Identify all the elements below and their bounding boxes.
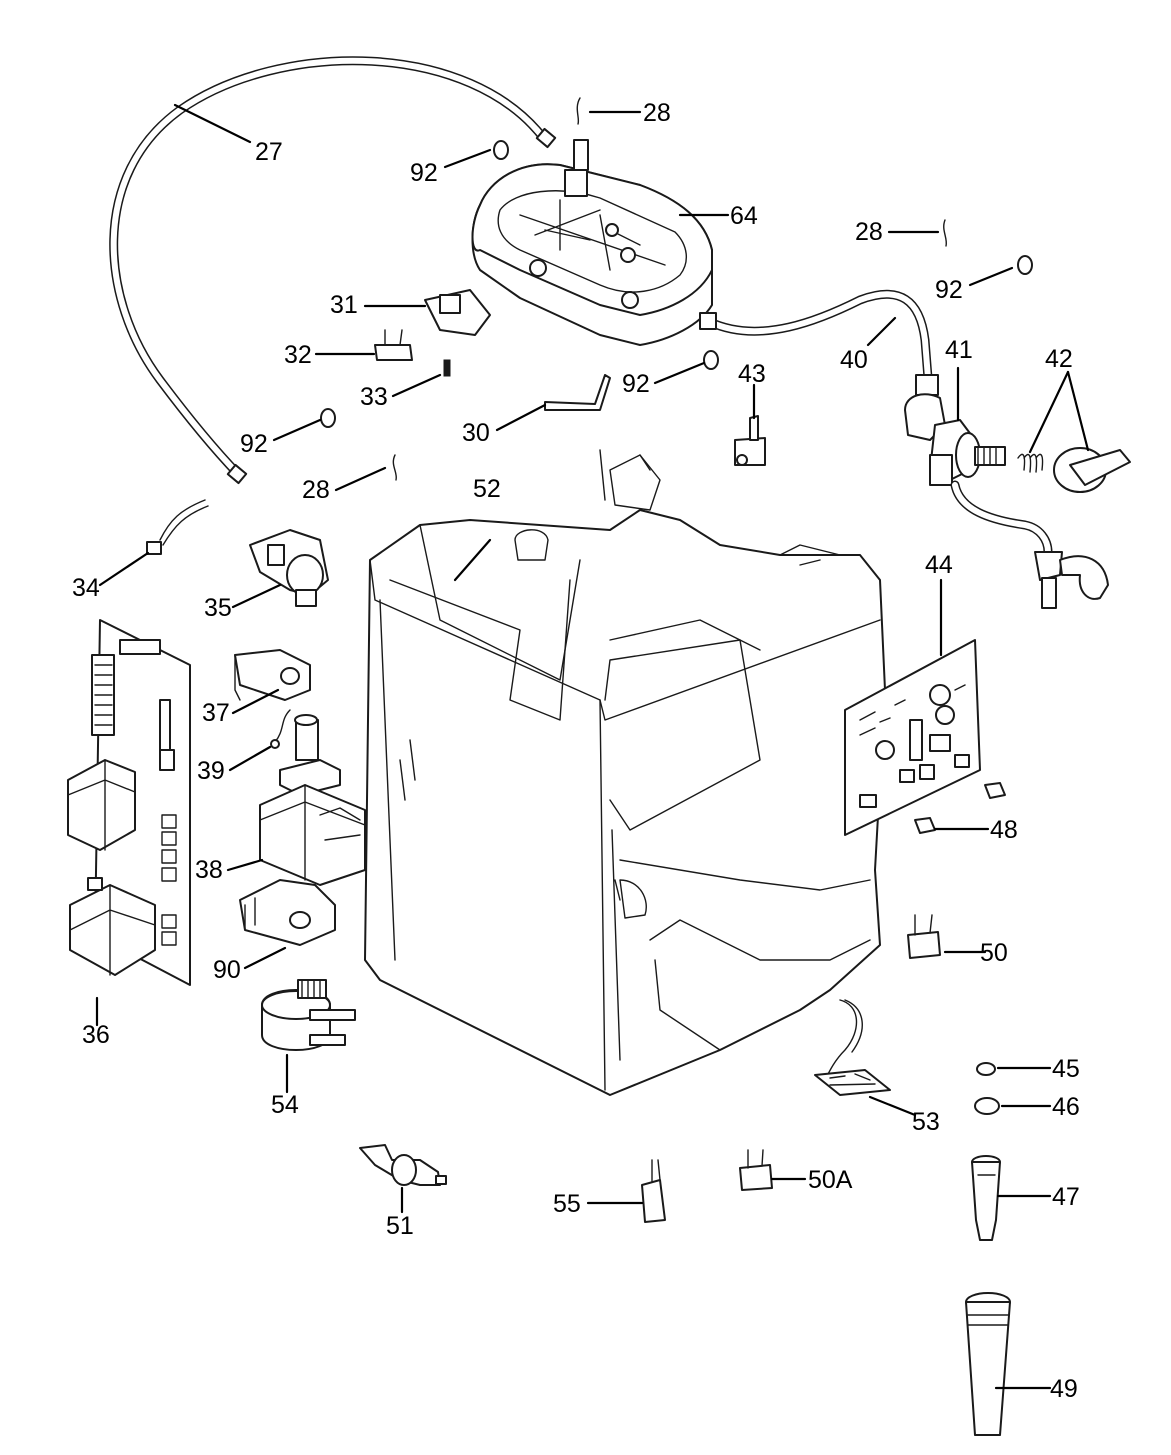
part-30-rod[interactable]	[544, 374, 611, 411]
part-53-sensor-pad[interactable]	[814, 999, 891, 1096]
part-40-steam-tube[interactable]	[699, 289, 933, 383]
part-28-clip-right[interactable]	[943, 219, 948, 247]
callout-50: 50	[980, 939, 1008, 967]
callout-53: 53	[912, 1108, 940, 1136]
callout-52: 52	[473, 475, 501, 503]
part-42-spring-and-knob[interactable]	[1017, 447, 1131, 493]
callout-54: 54	[271, 1091, 299, 1119]
part-27-hose[interactable]	[109, 56, 557, 485]
part-92-oring-middle[interactable]	[703, 350, 719, 370]
part-46-washer[interactable]	[974, 1097, 1000, 1115]
callout-40: 40	[840, 346, 868, 374]
part-64-boiler[interactable]	[471, 139, 713, 346]
part-35-solenoid-valve[interactable]	[249, 529, 329, 607]
part-54-flowmeter[interactable]	[261, 979, 356, 1051]
callout-30: 30	[462, 419, 490, 447]
callout-43: 43	[738, 360, 766, 388]
part-32-connector[interactable]	[374, 329, 413, 361]
part-37-bracket[interactable]	[234, 649, 311, 701]
part-36-circuit-board[interactable]	[67, 619, 191, 986]
part-31-thermostat-holder[interactable]	[424, 289, 491, 336]
callout-92: 92	[240, 430, 268, 458]
callout-55: 55	[553, 1190, 581, 1218]
callout-35: 35	[204, 594, 232, 622]
callout-37: 37	[202, 699, 230, 727]
part-49-tube[interactable]	[965, 1292, 1011, 1436]
callout-45: 45	[1052, 1055, 1080, 1083]
callout-33: 33	[360, 383, 388, 411]
part-92-oring-right[interactable]	[1017, 255, 1033, 275]
part-45-washer[interactable]	[976, 1062, 996, 1076]
callout-28: 28	[643, 99, 671, 127]
callout-labels: 27 28 92 64 28 92 31 32 33 92 40 41 42 4…	[72, 99, 1080, 1403]
callout-51: 51	[386, 1212, 414, 1240]
callout-92: 92	[410, 159, 438, 187]
callout-42: 42	[1045, 345, 1073, 373]
callout-36: 36	[82, 1021, 110, 1049]
part-50-connector[interactable]	[907, 914, 941, 959]
part-33-spring-pin[interactable]	[443, 359, 451, 377]
callout-92: 92	[622, 370, 650, 398]
callout-50a: 50A	[808, 1166, 853, 1194]
callout-92: 92	[935, 276, 963, 304]
callout-90: 90	[213, 956, 241, 984]
part-28-clip-top[interactable]	[576, 97, 581, 125]
callout-32: 32	[284, 341, 312, 369]
callout-28: 28	[855, 218, 883, 246]
part-92-oring-top[interactable]	[493, 140, 509, 160]
part-28-clip-left[interactable]	[392, 454, 398, 481]
part-55-magnetic-switch[interactable]	[641, 1159, 666, 1223]
callout-31: 31	[330, 291, 358, 319]
part-41-steam-valve[interactable]	[904, 374, 1109, 609]
part-92-oring-left[interactable]	[320, 408, 336, 428]
callout-44: 44	[925, 551, 953, 579]
callout-27: 27	[255, 138, 283, 166]
callout-47: 47	[1052, 1183, 1080, 1211]
part-47-nozzle[interactable]	[971, 1155, 1001, 1241]
part-52-main-frame[interactable]	[364, 449, 886, 1096]
callout-28: 28	[302, 476, 330, 504]
part-39-wire[interactable]	[270, 709, 291, 749]
part-51-valve-body[interactable]	[359, 1144, 447, 1186]
callout-38: 38	[195, 856, 223, 884]
part-90-mounting-bracket[interactable]	[239, 879, 336, 946]
callout-48: 48	[990, 816, 1018, 844]
callout-39: 39	[197, 757, 225, 785]
callout-41: 41	[945, 336, 973, 364]
callout-34: 34	[72, 574, 100, 602]
part-34-sensor[interactable]	[146, 499, 209, 555]
callout-46: 46	[1052, 1093, 1080, 1121]
callout-64: 64	[730, 202, 758, 230]
part-44-control-board[interactable]	[844, 639, 981, 836]
part-48-screw[interactable]	[914, 782, 1006, 834]
callout-49: 49	[1050, 1375, 1078, 1403]
part-50a-connector[interactable]	[739, 1149, 773, 1191]
leader-lines	[95, 103, 1090, 1390]
part-43-microswitch[interactable]	[734, 415, 766, 466]
